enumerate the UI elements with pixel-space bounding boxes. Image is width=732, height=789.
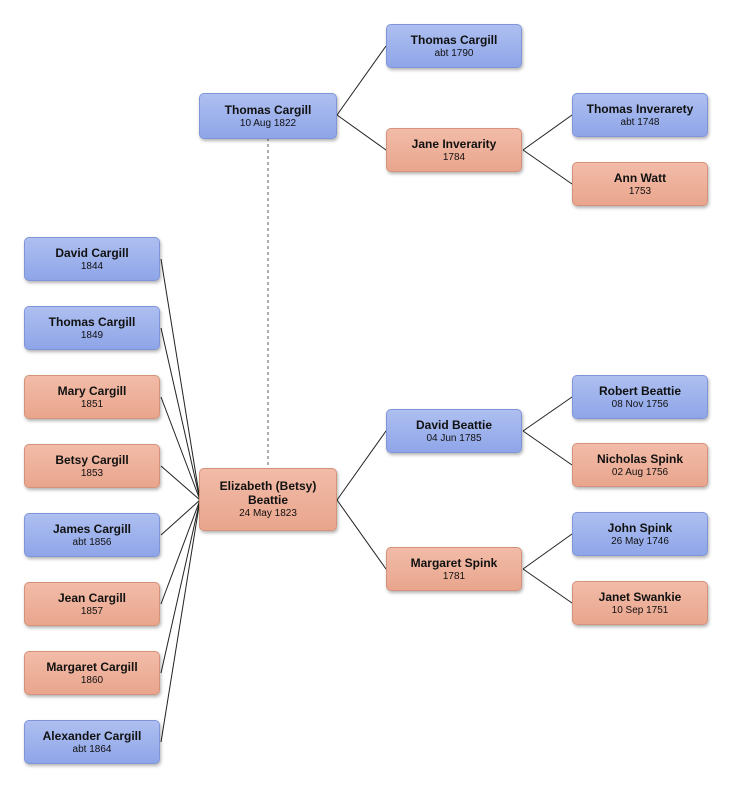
person-date: 1784 xyxy=(442,151,466,163)
person-date: 1844 xyxy=(80,260,104,272)
person-name: Betsy Cargill xyxy=(55,452,129,467)
person-date: abt 1864 xyxy=(72,743,112,755)
parent-link xyxy=(336,499,387,570)
parent-link xyxy=(522,430,573,466)
person-date: 1781 xyxy=(442,570,466,582)
person-ann-watt[interactable]: Ann Watt 1753 xyxy=(572,162,708,206)
person-date: 1849 xyxy=(80,329,104,341)
child-card[interactable]: James Cargill abt 1856 xyxy=(24,513,160,557)
child-link xyxy=(160,499,201,605)
person-name: Janet Swankie xyxy=(598,589,682,604)
parent-link xyxy=(522,396,573,432)
child-card[interactable]: Mary Cargill 1851 xyxy=(24,375,160,419)
person-date: 1853 xyxy=(80,467,104,479)
parent-link xyxy=(336,45,387,116)
person-david-beattie[interactable]: David Beattie 04 Jun 1785 xyxy=(386,409,522,453)
person-robert-beattie[interactable]: Robert Beattie 08 Nov 1756 xyxy=(572,375,708,419)
person-date: abt 1748 xyxy=(620,116,660,128)
person-name: David Cargill xyxy=(55,245,129,260)
person-date: 1851 xyxy=(80,398,104,410)
child-link xyxy=(160,499,201,743)
person-date: 24 May 1823 xyxy=(239,508,297,519)
child-link xyxy=(160,396,201,501)
child-card[interactable]: Jean Cargill 1857 xyxy=(24,582,160,626)
child-link xyxy=(160,499,201,674)
person-name: Margaret Spink xyxy=(410,555,498,570)
child-link xyxy=(160,499,201,536)
parent-link xyxy=(336,430,387,501)
person-name: James Cargill xyxy=(52,521,132,536)
person-janet-swankie[interactable]: Janet Swankie 10 Sep 1751 xyxy=(572,581,708,625)
child-card[interactable]: David Cargill 1844 xyxy=(24,237,160,281)
person-name: Jane Inverarity xyxy=(411,136,497,151)
person-date: 26 May 1746 xyxy=(611,535,669,547)
person-date: 10 Aug 1822 xyxy=(239,117,297,129)
person-name: Nicholas Spink xyxy=(596,451,684,466)
person-date: abt 1790 xyxy=(434,47,474,59)
person-name: Robert Beattie xyxy=(598,383,681,398)
person-elizabeth-beattie[interactable]: Elizabeth (Betsy) Beattie 24 May 1823 xyxy=(199,468,337,531)
person-margaret-spink[interactable]: Margaret Spink 1781 xyxy=(386,547,522,591)
person-name: Jean Cargill xyxy=(57,590,127,605)
person-date: 04 Jun 1785 xyxy=(426,432,482,444)
parent-link xyxy=(522,114,573,151)
person-name: Thomas Inverarety xyxy=(586,101,694,116)
person-date: 02 Aug 1756 xyxy=(611,466,669,478)
parent-link xyxy=(336,114,387,151)
person-name: Thomas Cargill xyxy=(410,32,498,47)
person-name: Mary Cargill xyxy=(57,383,127,398)
person-date: 08 Nov 1756 xyxy=(611,398,669,410)
person-name: Elizabeth (Betsy) Beattie xyxy=(219,479,317,507)
parent-link xyxy=(522,568,573,604)
person-date: 10 Sep 1751 xyxy=(611,604,669,616)
person-thomas-cargill-1822[interactable]: Thomas Cargill 10 Aug 1822 xyxy=(199,93,337,139)
child-link xyxy=(160,258,201,501)
person-john-spink[interactable]: John Spink 26 May 1746 xyxy=(572,512,708,556)
child-card[interactable]: Thomas Cargill 1849 xyxy=(24,306,160,350)
parent-link xyxy=(522,533,573,570)
person-name: John Spink xyxy=(607,520,673,535)
person-date: 1860 xyxy=(80,674,104,686)
person-name: Thomas Cargill xyxy=(224,102,312,117)
person-name: Margaret Cargill xyxy=(46,659,138,674)
child-link xyxy=(160,327,201,501)
person-name: David Beattie xyxy=(415,417,493,432)
person-name: Ann Watt xyxy=(613,170,667,185)
person-date: abt 1856 xyxy=(72,536,112,548)
person-nicholas-spink[interactable]: Nicholas Spink 02 Aug 1756 xyxy=(572,443,708,487)
person-name: Alexander Cargill xyxy=(42,728,142,743)
person-jane-inverarity[interactable]: Jane Inverarity 1784 xyxy=(386,128,522,172)
parent-link xyxy=(522,149,573,185)
child-card[interactable]: Betsy Cargill 1853 xyxy=(24,444,160,488)
person-thomas-inverarety[interactable]: Thomas Inverarety abt 1748 xyxy=(572,93,708,137)
child-card[interactable]: Margaret Cargill 1860 xyxy=(24,651,160,695)
person-date: 1857 xyxy=(80,605,104,617)
child-link xyxy=(160,465,201,501)
person-thomas-cargill-1790[interactable]: Thomas Cargill abt 1790 xyxy=(386,24,522,68)
person-date: 1753 xyxy=(628,185,652,197)
person-name: Thomas Cargill xyxy=(48,314,136,329)
child-card[interactable]: Alexander Cargill abt 1864 xyxy=(24,720,160,764)
